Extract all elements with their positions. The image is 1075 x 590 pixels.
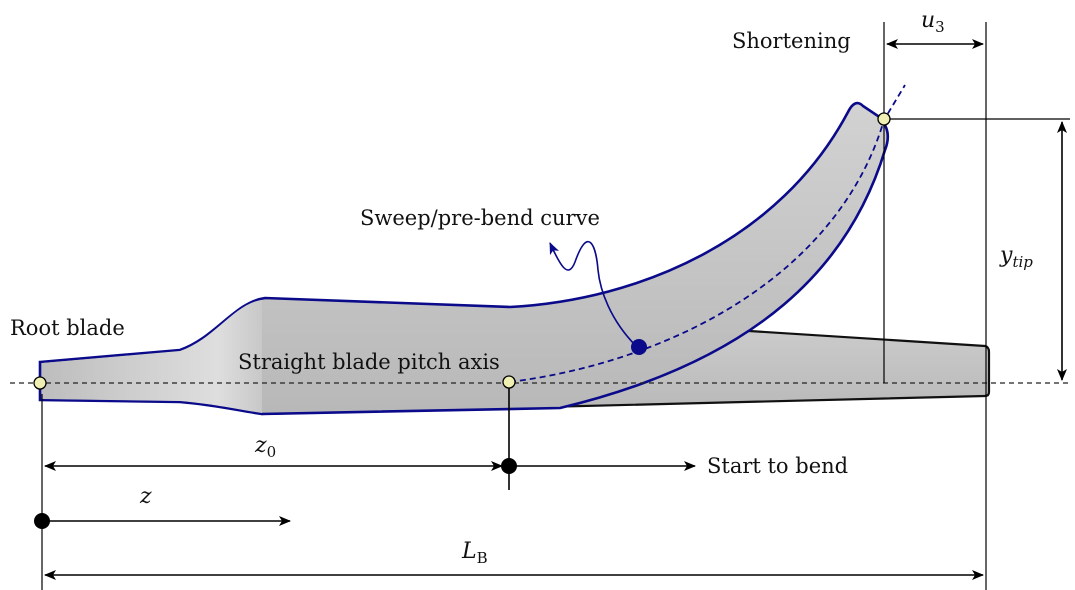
- z-origin-dot: [34, 513, 50, 529]
- u3-symbol: u3: [921, 8, 945, 36]
- sweep-curve-label: Sweep/pre-bend curve: [360, 206, 600, 230]
- bend-start-node: [502, 375, 516, 389]
- tip-node: [877, 112, 891, 126]
- ytip-symbol: ytip: [999, 243, 1033, 271]
- shortening-label: Shortening: [732, 29, 851, 53]
- root-node: [33, 376, 47, 390]
- bend-start-dot: [501, 458, 517, 474]
- lb-symbol: LB: [461, 539, 488, 567]
- sweep-curve-marker: [631, 339, 647, 355]
- root-blade-label: Root blade: [10, 316, 125, 340]
- z-symbol: z: [139, 484, 152, 509]
- sweep-curve: [509, 84, 906, 383]
- start-to-bend-label: Start to bend: [707, 454, 848, 478]
- pitch-axis-label: Straight blade pitch axis: [238, 350, 500, 374]
- sweep-callout-arrow: [549, 240, 638, 348]
- z0-symbol: z0: [254, 433, 276, 461]
- root-section: [42, 300, 262, 413]
